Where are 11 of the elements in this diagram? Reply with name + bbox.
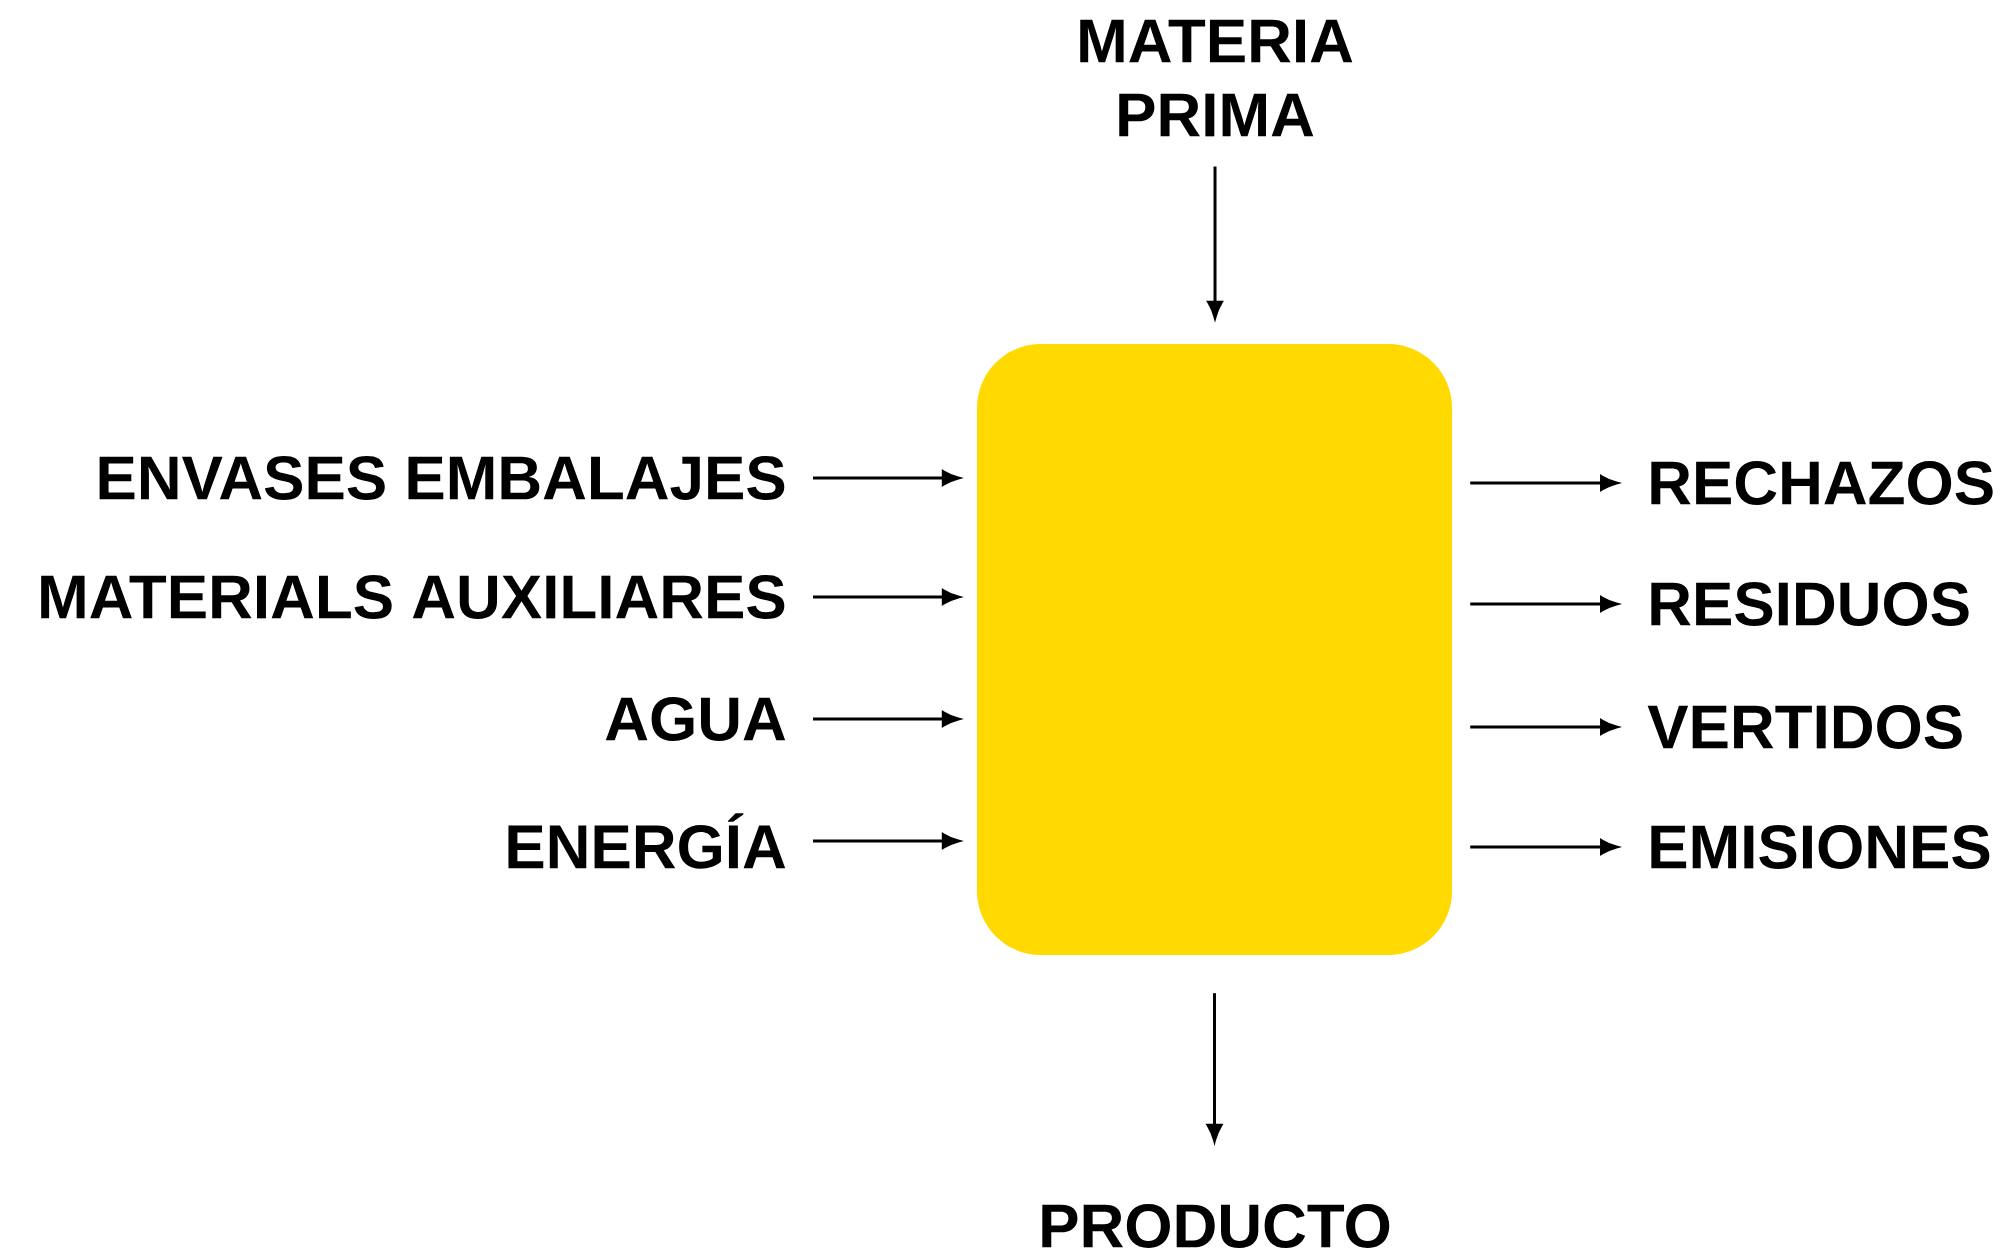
flow-label: RECHAZOS	[1651, 461, 1993, 505]
flow-label: ENERGÍA	[508, 813, 786, 869]
flow-label: AGUA	[605, 697, 786, 741]
flow-label: RESIDUOS	[1651, 582, 1969, 626]
flow-label: ENVASES EMBALAJES	[99, 456, 785, 500]
flow-label: VERTIDOS	[1647, 705, 1962, 749]
process-box	[977, 344, 1452, 955]
flow-label: MATERIA PRIMA	[1080, 19, 1353, 137]
flow-label: PRODUCTO	[1042, 1204, 1390, 1248]
flow-label: EMISIONES	[1651, 825, 1990, 869]
flow-label: MATERIALS AUXILIARES	[41, 575, 785, 619]
